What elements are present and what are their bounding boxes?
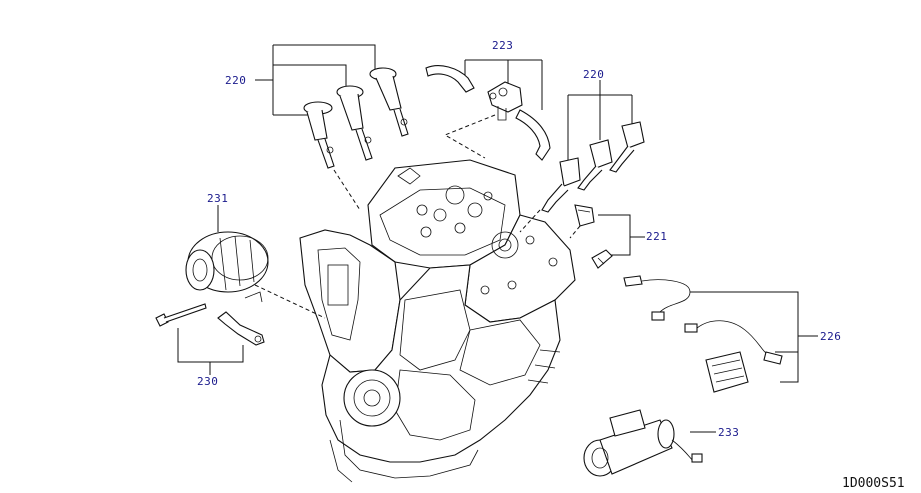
sensor-icon	[569, 204, 595, 239]
ignition-coil-icon	[369, 67, 409, 137]
alternator-bracket-group	[155, 303, 265, 375]
ignition-coil-icon	[577, 139, 613, 191]
callout-223[interactable]: 223	[492, 39, 514, 52]
bolt-icon	[155, 303, 207, 327]
alternator-group	[185, 205, 326, 319]
sensor-icon	[591, 249, 613, 269]
ignition-coil-icon	[541, 157, 581, 213]
ignition-coil-icon	[336, 85, 373, 161]
pcv-valve-group	[425, 59, 551, 161]
diagram-code: 1D000S51	[842, 476, 905, 491]
ignition-coil-left-group	[255, 44, 409, 211]
ignition-coil-icon	[609, 121, 645, 173]
callout-220-right[interactable]: 220	[583, 68, 605, 81]
engine-assembly	[299, 159, 576, 483]
oxygen-sensor-icon	[623, 275, 691, 321]
callout-221[interactable]: 221	[646, 230, 668, 243]
oxygen-sensor-icon	[684, 320, 783, 365]
camshaft-sensor-group	[569, 204, 645, 269]
ignition-coil-icon	[303, 101, 335, 169]
callout-233[interactable]: 233	[718, 426, 740, 439]
alternator-icon	[185, 231, 269, 303]
callout-230[interactable]: 230	[197, 375, 219, 388]
bracket-icon	[217, 311, 265, 346]
starter-motor-icon	[583, 409, 703, 477]
callout-220-left[interactable]: 220	[225, 74, 247, 87]
callout-231[interactable]: 231	[207, 192, 229, 205]
starter-motor-group	[583, 409, 716, 477]
ecm-icon	[705, 351, 749, 393]
ignition-coil-right-group	[519, 80, 645, 233]
callout-226[interactable]: 226	[820, 330, 842, 343]
oxygen-sensor-group	[623, 275, 818, 393]
